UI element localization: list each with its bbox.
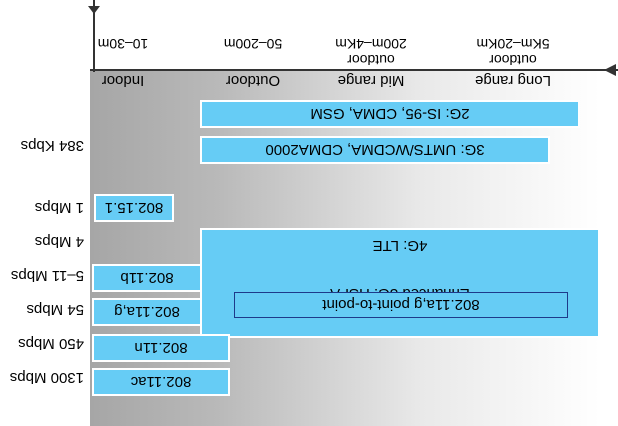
tech-802-11n: 802.11n [92, 334, 230, 362]
row-label: 4 Mbps [34, 233, 84, 250]
column-name: Mid range [337, 72, 405, 89]
column-range-line2: 50–200m [223, 36, 283, 52]
column-name: Indoor [101, 72, 145, 89]
tech-802-11ag-p2p: 802.11a,g point-to-point [234, 292, 568, 318]
tech-802-11ag: 802.11a,g [92, 298, 202, 326]
column-range-line2: 10–30m [97, 36, 149, 52]
column-name: Outdoor [225, 72, 281, 89]
tech-lte: 4G: LTE [372, 237, 428, 254]
row-label: 450 Mbps [18, 335, 84, 352]
column-indoor: Indoor 10–30m [68, 36, 178, 89]
row-label: 5–11 Mbps [10, 267, 84, 284]
tech-3g: 3G: UMTS/WCDMA, CDMA2000 [200, 136, 550, 164]
range-axis-arrow [604, 64, 616, 76]
column-range-line1: outdoor [489, 52, 537, 68]
column-range-line2: 200m–4Km [335, 36, 407, 52]
tech-802-11ac: 802.11ac [92, 368, 230, 396]
column-long-range: Long range outdoor 5Km–20Km [458, 36, 568, 89]
column-mid-range: Mid range outdoor 200m–4Km [316, 36, 426, 89]
rate-axis-arrow [88, 6, 100, 14]
row-label: 1300 Mbps [9, 369, 84, 386]
row-label: 54 Mbps [26, 301, 84, 318]
column-range-line1: outdoor [347, 52, 395, 68]
column-range-line2: 5Km–20Km [476, 36, 550, 52]
tech-802-15-1: 802.15.1 [94, 194, 174, 222]
column-outdoor: Outdoor 50–200m [198, 36, 308, 89]
column-name: Long range [475, 72, 551, 89]
row-label: 1 Mbps [34, 199, 84, 216]
tech-802-11b: 802.11b [92, 264, 202, 292]
row-label: 384 Kbps [20, 137, 84, 154]
tech-2g: 2G: IS-95, CDMA, GSM [200, 100, 580, 128]
tech-hspa-lte-region: Enhanced 3G: HSPA 4G: LTE [200, 228, 600, 338]
